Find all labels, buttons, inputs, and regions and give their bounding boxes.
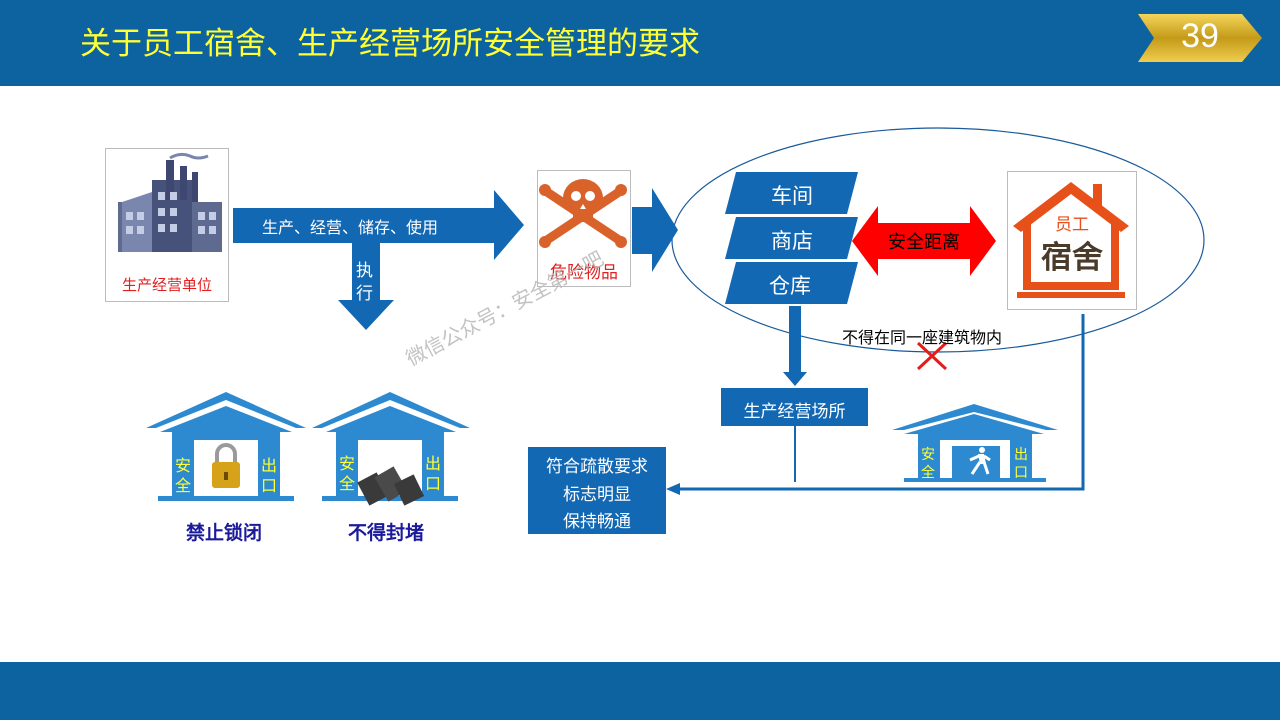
hazard-label: 危险物品 (550, 263, 618, 283)
exit2-left-char-1: 安 (339, 454, 356, 473)
red-x-icon (916, 341, 948, 371)
requirement-1: 符合疏散要求 (546, 457, 648, 477)
page-badge (1138, 14, 1262, 62)
dorm-label-top: 员工 (1055, 215, 1089, 235)
exit1-caption: 禁止锁闭 (186, 522, 263, 544)
requirement-3: 保持畅通 (563, 512, 631, 532)
exit1-left-char-2: 全 (175, 476, 192, 495)
skull-crossbones-icon (539, 179, 627, 248)
exit2-left-char-2: 全 (339, 474, 356, 493)
exit2-right-char-2: 口 (425, 474, 442, 493)
warehouse-shape (725, 262, 858, 304)
exit2-caption: 不得封堵 (348, 522, 425, 544)
exit1-right-char-1: 出 (261, 456, 278, 475)
exit3-right-char-1: 出 (1014, 447, 1028, 463)
workplace-shop: 商店 (771, 229, 813, 253)
hazard-arrow (632, 188, 678, 272)
running-man-icon (969, 447, 991, 475)
main-arrow (233, 190, 524, 260)
exit2-right-char-1: 出 (425, 454, 442, 473)
requirement-2: 标志明显 (563, 485, 631, 505)
safe-distance-label: 安全距离 (888, 232, 960, 253)
workplace-down-head (783, 372, 807, 386)
workplace-box-label: 生产经营场所 (743, 402, 846, 422)
exit3-left-char-1: 安 (921, 447, 935, 463)
connector-dorm (676, 314, 1085, 491)
exit1-right-char-2: 口 (261, 476, 278, 495)
factory-label: 生产经营单位 (121, 276, 212, 294)
main-arrow-label: 生产、经营、储存、使用 (262, 218, 439, 237)
execute-arrow (338, 243, 394, 330)
not-same-building-text: 不得在同一座建筑物内 (842, 328, 1003, 347)
execute-label-1: 执 (356, 261, 373, 281)
exit-house-locked (146, 392, 306, 501)
workplace-down-shaft (789, 306, 801, 374)
connector-arrowhead (666, 483, 680, 495)
exit-house-open (892, 404, 1058, 482)
shop-shape (725, 217, 858, 259)
workplace-box (721, 388, 868, 426)
factory-icon (118, 152, 222, 252)
dorm-label-main: 宿舍 (1041, 240, 1103, 276)
blocking-boxes-icon (357, 466, 425, 506)
safe-distance-arrow (852, 206, 996, 276)
slide-title: 关于员工宿舍、生产经营场所安全管理的要求 (80, 26, 700, 62)
exit3-left-char-2: 全 (921, 465, 935, 481)
padlock-icon (212, 443, 240, 488)
header-bar (0, 0, 1280, 86)
exit1-left-char-1: 安 (175, 456, 192, 475)
workplace-warehouse: 仓库 (769, 274, 811, 298)
requirements-box (528, 447, 666, 534)
exit3-right-char-2: 口 (1014, 465, 1028, 481)
workplace-workshop: 车间 (771, 184, 813, 208)
execute-label-2: 行 (356, 284, 373, 304)
footer-bar (0, 662, 1280, 720)
workshop-shape (725, 172, 858, 214)
dorm-house-icon (1013, 182, 1129, 298)
diagram-canvas (118, 127, 1205, 506)
page-number: 39 (1181, 17, 1219, 55)
